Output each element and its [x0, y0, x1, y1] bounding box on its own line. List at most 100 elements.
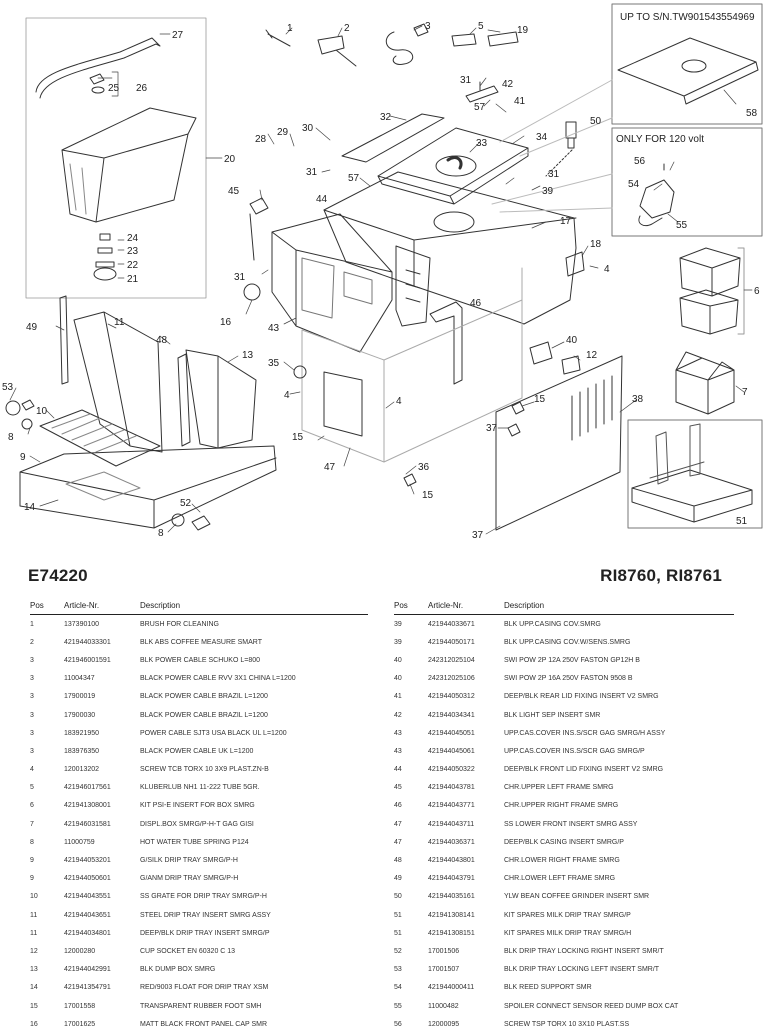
inset-milk-tray-group [627, 419, 763, 529]
lower-body-outline [293, 267, 523, 463]
callout-22: 22 [127, 260, 139, 271]
psi-e-insert [679, 247, 741, 297]
callout-12: 12 [586, 350, 598, 361]
callout-47: 47 [324, 462, 336, 473]
grinder-opening [433, 211, 475, 233]
row-pos: 41 [394, 693, 402, 701]
row-article: 421944050601 [64, 875, 111, 883]
callout-14: 14 [24, 502, 36, 513]
row-description: UPP.CAS.COVER INS.S/SCR GAG SMRG/P [504, 747, 645, 755]
callout-9: 9 [20, 452, 26, 463]
side-panel-group [403, 341, 623, 531]
row-pos: 53 [394, 966, 402, 974]
row-description: CUP SOCKET EN 60320 C 13 [140, 947, 236, 955]
callout-15a: 15 [534, 394, 546, 405]
lower-right-frame [177, 353, 191, 447]
row-description: BLACK POWER CABLE RVV 3X1 CHINA L=1200 [140, 675, 296, 683]
row-pos: 50 [394, 893, 402, 901]
row-article: 11004347 [64, 675, 95, 683]
bean-container-lid [435, 155, 477, 177]
power-switch [529, 341, 553, 365]
row-pos: 3 [30, 729, 34, 737]
callout-18: 18 [590, 239, 602, 250]
tank-cap [89, 73, 105, 94]
inset-voltage-note: ONLY FOR 120 volt [616, 134, 704, 145]
grinder-insert [565, 121, 577, 149]
upper-casing-group [323, 113, 585, 327]
upper-lid-old [617, 37, 759, 105]
row-pos: 51 [394, 911, 402, 919]
callout-46: 46 [470, 298, 482, 309]
inset-milk-tray-box [627, 419, 763, 529]
model-number: E74220 [28, 566, 88, 585]
row-pos: 5 [30, 784, 34, 792]
front-knob [243, 283, 261, 301]
drip-tray-back-insert [73, 311, 163, 453]
callout-31d: 31 [234, 272, 246, 283]
row-description: BLK POWER CABLE SCHUKO L=800 [140, 656, 261, 664]
callout-40: 40 [566, 335, 578, 346]
row-description: CHR.UPPER RIGHT FRAME SMRG [504, 802, 619, 810]
callout-54: 54 [628, 179, 640, 190]
row-article: 421944034801 [64, 929, 111, 937]
row-pos: 16 [30, 1020, 38, 1028]
side-panel [495, 355, 623, 531]
callout-8a: 8 [8, 432, 14, 443]
row-article: 421946031581 [64, 820, 111, 828]
row-description: SPOILER CONNECT SENSOR REED DUMP BOX CAT [504, 1002, 679, 1010]
exploded-parts-diagram: 1 2 3 5 19 27 25 26 20 24 23 22 21 31 42… [2, 3, 763, 541]
callout-32: 32 [380, 112, 392, 123]
callout-17: 17 [560, 216, 572, 227]
drip-tray-lock-left [5, 399, 35, 416]
reed-sensor-cable [638, 215, 663, 227]
row-pos: 6 [30, 802, 34, 810]
row-pos: 48 [394, 857, 402, 865]
callout-21: 21 [127, 274, 139, 285]
coffee-measure [317, 35, 357, 67]
row-pos: 3 [30, 693, 34, 701]
callout-49: 49 [26, 322, 38, 333]
row-description: SCREW TSP TORX 10 3X10 PLAST.SS [504, 1020, 630, 1028]
cleaning-brush [265, 29, 291, 47]
callout-15b: 15 [292, 432, 304, 443]
row-article: 421944043791 [428, 875, 475, 883]
callout-25: 25 [108, 83, 120, 94]
callout-10: 10 [36, 406, 48, 417]
row-description: HOT WATER TUBE SPRING P124 [140, 838, 249, 846]
row-description: KIT PSI-E INSERT FOR BOX SMRG [140, 802, 255, 810]
row-pos: 42 [394, 711, 402, 719]
row-description: BLK ABS COFFEE MEASURE SMART [140, 638, 263, 646]
callout-39: 39 [542, 186, 554, 197]
kit-box-group [675, 247, 745, 415]
upper-lid [341, 113, 445, 163]
reed-support [639, 179, 675, 219]
callout-37b: 37 [472, 530, 484, 541]
row-description: YLW BEAN COFFEE GRINDER INSERT SMR [504, 893, 650, 901]
row-description: STEEL DRIP TRAY INSERT SMRG ASSY [140, 911, 271, 919]
callout-24: 24 [127, 233, 139, 244]
row-article: 17001507 [428, 966, 460, 974]
row-description: BLACK POWER CABLE BRAZIL L=1200 [140, 693, 268, 701]
row-article: 421944036371 [428, 838, 475, 846]
row-pos: 39 [394, 620, 402, 628]
row-pos: 2 [30, 638, 34, 646]
callout-45: 45 [228, 186, 240, 197]
power-cable [385, 23, 429, 65]
